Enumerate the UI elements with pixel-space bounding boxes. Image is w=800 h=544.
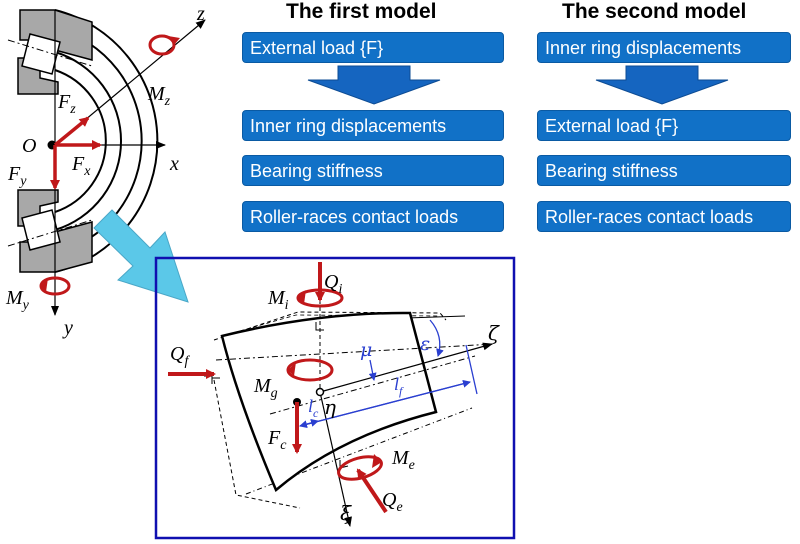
label-qf: Qf xyxy=(170,343,190,369)
label-fz: Fz xyxy=(57,91,76,117)
label-mi: Mi xyxy=(267,287,289,313)
second-model-step-2: External load {F} xyxy=(537,110,791,141)
zoom-arrow xyxy=(93,209,189,303)
label-me: Me xyxy=(391,447,415,473)
first-model-step-4: Roller-races contact loads xyxy=(242,201,504,232)
label-my: My xyxy=(5,287,30,313)
first-model-flow-arrow xyxy=(307,65,441,105)
label-qi: Qi xyxy=(324,271,342,297)
roller-detail-frame xyxy=(154,256,516,540)
label-mz: Mz xyxy=(147,83,171,109)
second-model-title: The second model xyxy=(562,0,747,23)
axis-x-label: x xyxy=(169,153,179,175)
label-fx: Fx xyxy=(71,153,91,179)
second-model-step-1: Inner ring displacements xyxy=(537,32,791,63)
label-fc: Fc xyxy=(267,427,287,453)
roller-detail xyxy=(204,300,495,527)
first-model-step-2: Inner ring displacements xyxy=(242,110,504,141)
label-eta: η xyxy=(324,395,336,419)
label-qe: Qe xyxy=(382,489,403,515)
roller-forces xyxy=(168,262,388,514)
second-model-flow-arrow xyxy=(595,65,729,105)
label-xi: ξ xyxy=(340,501,352,525)
label-zeta: ζ xyxy=(488,321,500,345)
label-lc: lc xyxy=(308,396,319,420)
first-model-step-1: External load {F} xyxy=(242,32,504,63)
moment-my-icon xyxy=(39,276,71,296)
axis-z-label: z xyxy=(196,3,205,25)
first-model-step-3: Bearing stiffness xyxy=(242,155,504,186)
label-fy: Fy xyxy=(7,163,27,189)
label-mu: μ xyxy=(360,339,372,361)
label-lf: lf xyxy=(394,374,404,398)
first-model-title: The first model xyxy=(286,0,437,23)
second-model-step-4: Roller-races contact loads xyxy=(537,201,791,232)
label-epsilon: ε xyxy=(420,333,430,355)
moment-mz-icon xyxy=(148,34,180,56)
label-mg: Mg xyxy=(253,375,278,401)
axis-y-label: y xyxy=(62,317,73,339)
roller-dimensions xyxy=(299,319,478,429)
bearing-forces xyxy=(50,116,102,190)
second-model-step-3: Bearing stiffness xyxy=(537,155,791,186)
origin-label: O xyxy=(22,135,36,157)
